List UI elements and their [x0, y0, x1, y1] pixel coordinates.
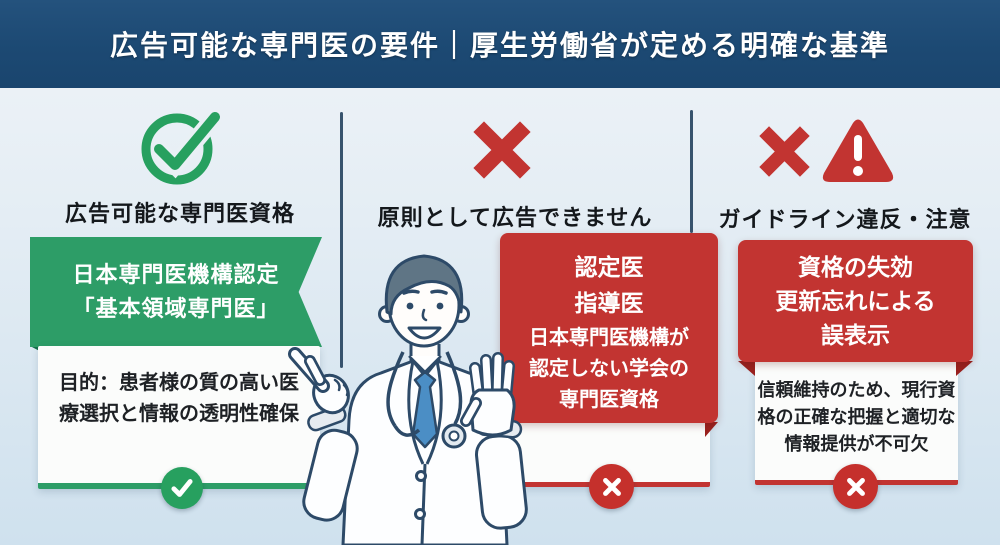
banner-line: 日本専門医機構認定: [72, 262, 280, 287]
card-line: 療選択と情報の透明性確保: [59, 403, 299, 425]
card-line: 情報提供が不可欠: [784, 434, 929, 454]
box-note-line: 日本専門医機構が: [529, 327, 689, 349]
x-badge-icon: [589, 464, 634, 509]
box-line: 更新忘れによる: [775, 288, 936, 314]
x-badge-icon: [833, 464, 878, 509]
heading-violation: ガイドライン違反・注意: [718, 207, 972, 232]
check-badge-icon: [161, 467, 203, 509]
box-item: 指導医: [574, 290, 644, 316]
x-mark-icon: [470, 118, 534, 187]
box-note-line: 認定しない学会の: [529, 358, 689, 380]
purpose-card: 目的：患者様の質の高い医 療選択と情報の透明性確保: [38, 346, 320, 489]
box-line: 誤表示: [821, 322, 890, 348]
heading-prohibited: 原則として広告できません: [377, 205, 653, 230]
box-line: 資格の失効: [798, 254, 913, 280]
column-divider-right: [690, 110, 693, 233]
column-divider-left: [340, 112, 343, 368]
box-item: 認定医: [574, 254, 644, 280]
banner-line: 「基本領域専門医」: [72, 296, 280, 321]
check-circle-icon: [138, 106, 224, 191]
page-title: 広告可能な専門医の要件｜厚生労働省が定める明確な基準: [109, 30, 890, 61]
warning-triangle-icon: [820, 116, 896, 189]
box-note-line: 専門医資格: [559, 389, 659, 411]
violation-box: 資格の失効 更新忘れによる 誤表示: [738, 240, 973, 362]
card-line: 目的：患者様の質の高い医: [59, 372, 299, 394]
card-line: 信頼維持のため、現行資: [757, 380, 956, 400]
doctor-illustration: [283, 248, 541, 545]
x-mark-icon: [757, 124, 812, 184]
header-bar: 広告可能な専門医の要件｜厚生労働省が定める明確な基準: [0, 0, 1000, 88]
card-line: 格の正確な把握と適切な: [757, 407, 956, 427]
heading-allowed: 広告可能な専門医資格: [64, 201, 295, 226]
box-fold: [738, 361, 755, 376]
green-ribbon-banner: 日本専門医機構認定 「基本領域専門医」: [30, 237, 322, 347]
prohibited-box: 認定医 指導医 日本専門医機構が 認定しない学会の 専門医資格: [500, 233, 718, 423]
box-fold: [956, 361, 973, 376]
